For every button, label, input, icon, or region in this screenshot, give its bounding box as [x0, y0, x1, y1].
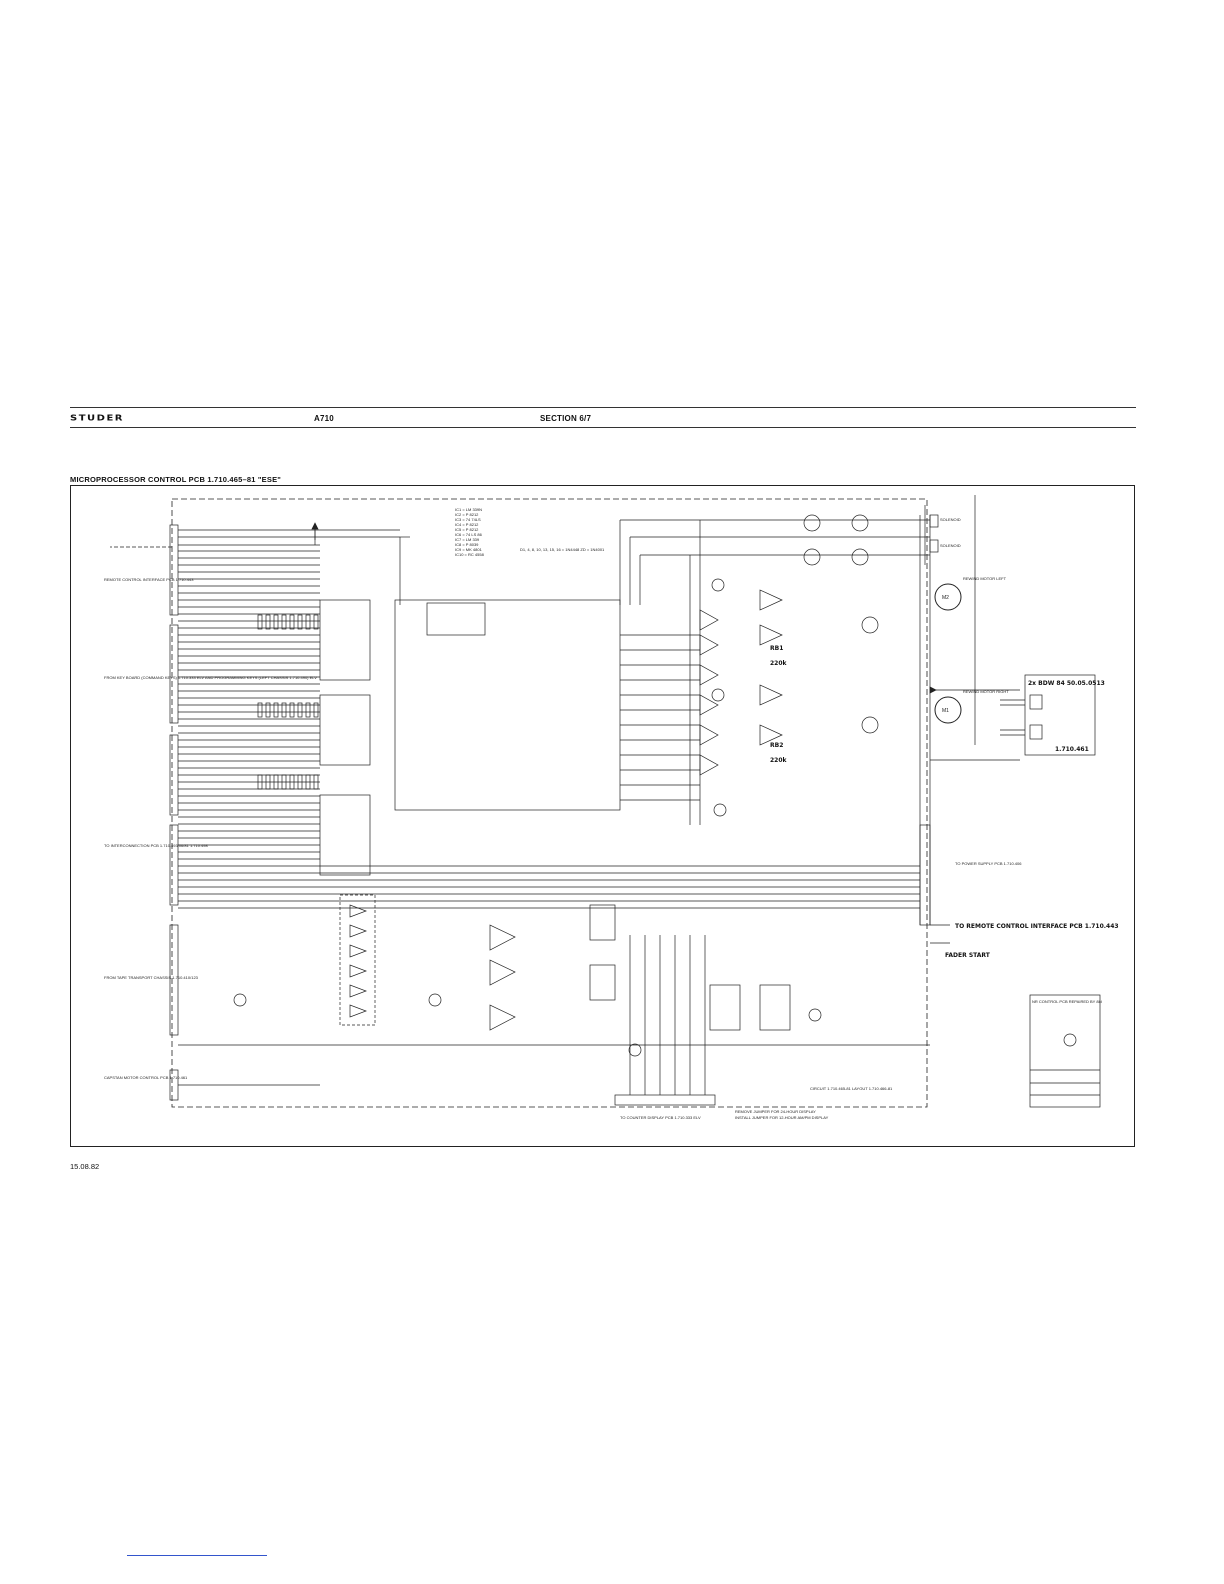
- group-label-interconnection: TO INTERCONNECTION PCB 1.710.493/06/81 1…: [104, 843, 209, 848]
- solenoid-label: SOLENOID: [940, 543, 961, 548]
- right-labels: SOLENOID SOLENOID M2 M1 REWIND MOTOR LEF…: [620, 517, 1119, 1120]
- motor-label: M2: [942, 595, 949, 601]
- ic-list-item: IC10 = RC 4558: [455, 552, 485, 557]
- remote-interface-label: TO REMOTE CONTROL INTERFACE PCB 1.710.44…: [955, 923, 1119, 930]
- ic-list-item: IC6 = 74 LS 86: [455, 532, 483, 537]
- group-label-remote: REMOTE CONTROL INTERFACE PCB 1.710.443: [104, 577, 194, 582]
- header-rule-bottom: [70, 427, 1136, 428]
- ref-panel-label: 1.710.461: [1055, 746, 1089, 753]
- transistor-module-label: 2x BDW 84 50.05.0513: [1028, 680, 1105, 687]
- resistor-label: 220k: [770, 660, 788, 667]
- left-group-labels: REMOTE CONTROL INTERFACE PCB 1.710.443 F…: [104, 577, 317, 1080]
- resistor-label: RB2: [770, 742, 783, 749]
- group-label-tape-transport: FROM TAPE TRANSPORT CHASSIS 1.710.410/12…: [104, 975, 199, 980]
- ic-list-item: IC1 = LM 339N: [455, 507, 482, 512]
- header-rule-top: [70, 407, 1136, 408]
- ic-list: IC1 = LM 339N IC2 = P 8212 IC3 = 74 74LS…: [455, 507, 605, 557]
- resistor-label: RB1: [770, 645, 783, 652]
- group-label-capstan: CAPSTAN MOTOR CONTROL PCB 1.710.461: [104, 1075, 188, 1080]
- diagram-date: 15.08.82: [70, 1162, 100, 1171]
- ic-list-item: IC8 = P 8039: [455, 542, 479, 547]
- rewind-right-label: REWIND MOTOR RIGHT: [963, 689, 1009, 694]
- model-label: A710: [314, 414, 334, 423]
- inset-title: NR CONTROL PCB REPAIRED BY 8ld: [1032, 999, 1102, 1004]
- schematic-drawing: REMOTE CONTROL INTERFACE PCB 1.710.443 F…: [104, 495, 1119, 1120]
- circuit-ref-label: CIRCUIT 1.710.465-81 LAYOUT 1.710.466-81: [810, 1086, 893, 1091]
- fader-start-label: FADER START: [945, 952, 991, 959]
- group-label-keyboard: FROM KEY BOARD (COMMAND KEYS) 1.710.333 …: [104, 675, 317, 680]
- section-label: SECTION 6/7: [540, 414, 592, 423]
- motor-label: M1: [942, 708, 949, 714]
- jumper-note: REMOVE JUMPER FOR 24-HOUR DISPLAY: [735, 1109, 816, 1114]
- ic-list-item: IC7 = LM 339: [455, 537, 480, 542]
- solenoid-label: SOLENOID: [940, 517, 961, 522]
- ic-list-item: IC3 = 74 74LS: [455, 517, 481, 522]
- ic-list-item: IC5 = P 8212: [455, 527, 479, 532]
- counter-display-label: TO COUNTER DISPLAY PCB 1.710.333 ELV: [620, 1115, 701, 1120]
- schematic-frame: [70, 485, 1135, 1147]
- footer-link-line: [127, 1555, 267, 1556]
- jumper-note: INSTALL JUMPER FOR 12-HOUR AM/PM DISPLAY: [735, 1115, 829, 1120]
- ic-list-item: IC4 = P 8212: [455, 522, 479, 527]
- brand-logo: STUDER: [70, 414, 124, 423]
- rewind-left-label: REWIND MOTOR LEFT: [963, 576, 1007, 581]
- ic-list-item: IC9 = MK 4801: [455, 547, 483, 552]
- diode-note: D1, 4, 8, 10, 13, 15, 16 = 1N4448 ZD = 1…: [520, 547, 605, 552]
- resistor-label: 220k: [770, 757, 788, 764]
- ic-list-item: IC2 = P 8212: [455, 512, 479, 517]
- power-supply-label: TO POWER SUPPLY PCB 1.710.406: [955, 861, 1022, 866]
- diagram-title: MICROPROCESSOR CONTROL PCB 1.710.465–81 …: [70, 475, 282, 484]
